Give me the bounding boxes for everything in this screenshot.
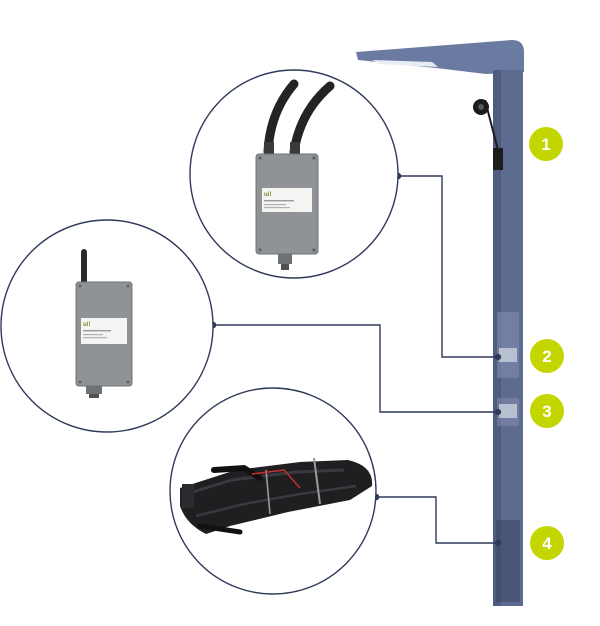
badge-3-number: 3 xyxy=(542,402,551,421)
street-light-pole xyxy=(356,40,524,606)
badge-4-number: 4 xyxy=(542,534,552,553)
callout-circle-cable-harness xyxy=(169,387,377,595)
gateway-large-brand: ui! xyxy=(264,192,271,198)
pole-compartment-base xyxy=(496,520,520,602)
cable-harness-icon xyxy=(180,457,373,535)
badge-3: 3 xyxy=(530,394,564,428)
connector-line-2 xyxy=(213,324,498,413)
gateway-small-brand: ui! xyxy=(83,322,90,328)
lamp-head xyxy=(356,40,524,74)
camera-icon xyxy=(473,99,503,170)
connector-line-1 xyxy=(398,175,498,358)
gateway-device-icon: ui! xyxy=(75,249,133,398)
badge-2-number: 2 xyxy=(542,347,551,366)
badge-4: 4 xyxy=(530,526,564,560)
badge-2: 2 xyxy=(530,339,564,373)
gateway-device-icon: ui! xyxy=(255,79,335,270)
pole-device-2 xyxy=(499,348,517,362)
connector-lines xyxy=(209,172,502,547)
lamp-light-strip xyxy=(372,60,438,67)
badge-1: 1 xyxy=(529,127,563,161)
pole-compartment-upper xyxy=(497,312,519,378)
pole-device-3 xyxy=(499,404,517,418)
callout-circle-gateway-small: ui! xyxy=(0,219,214,433)
badge-1-number: 1 xyxy=(541,135,550,154)
number-badges: 1 2 3 4 xyxy=(529,127,564,560)
connector-line-3 xyxy=(376,496,498,544)
callout-circle-gateway-large: ui! xyxy=(189,69,399,279)
